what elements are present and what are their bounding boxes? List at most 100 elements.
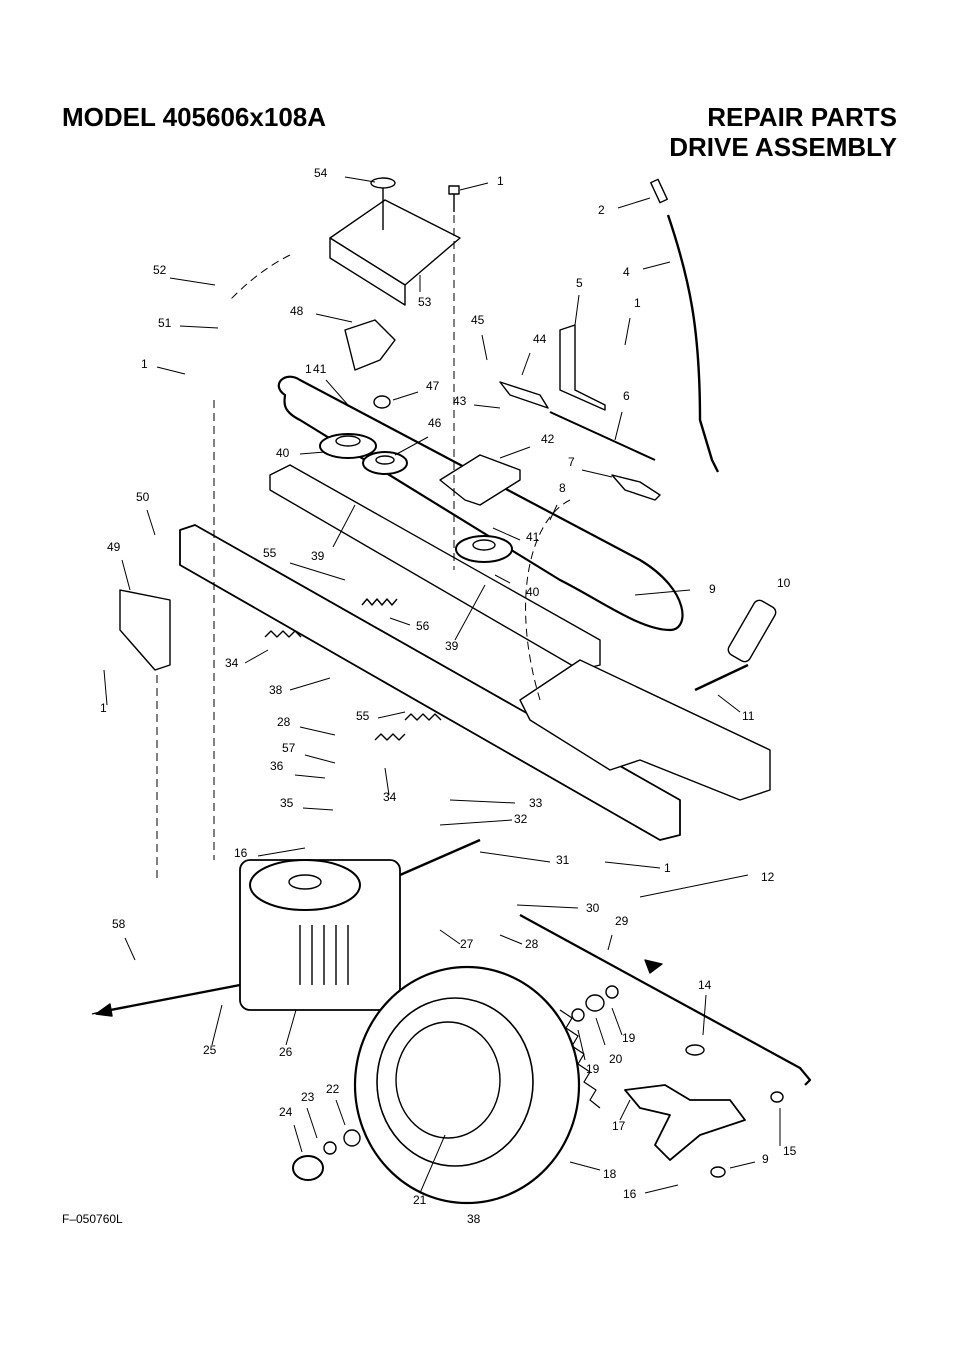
callout-label: 14: [698, 978, 712, 992]
callout-leader-line: [304, 754, 336, 764]
callout-label: 19: [586, 1062, 600, 1076]
callout-label: 32: [514, 812, 528, 826]
diagram-artwork: [91, 177, 812, 1205]
callout-leader-line: [169, 277, 216, 286]
callout-leader-line: [146, 509, 156, 536]
callout-label: 18: [603, 1167, 617, 1181]
callout-label: 29: [615, 914, 629, 928]
callout-leader-line: [285, 1009, 297, 1046]
callout-label: 57: [282, 741, 296, 755]
callout-leader-line: [499, 934, 523, 945]
callout-label: 9: [709, 582, 716, 596]
callout-label: 40: [526, 585, 540, 599]
callout-label: 35: [280, 796, 294, 810]
callout-label: 46: [428, 416, 442, 430]
callout-leader-line: [294, 774, 326, 779]
callout-leader-line: [289, 562, 346, 581]
callout-leader-line: [549, 504, 558, 521]
callout-label: 28: [277, 715, 291, 729]
callout-label: 36: [270, 759, 284, 773]
callout-label: 47: [426, 379, 440, 393]
callout-leader-line: [335, 1099, 346, 1126]
callout-leader-line: [299, 726, 336, 736]
extension-spring: [404, 713, 442, 721]
callout-label: 26: [279, 1045, 293, 1059]
assembly-lines: [156, 215, 571, 880]
callout-label: 19: [622, 1031, 636, 1045]
callout-label: 8: [559, 481, 566, 495]
callout-leader-line: [729, 1161, 756, 1169]
callout-leader-line: [581, 469, 613, 478]
cooling-fins: [299, 925, 349, 985]
callout-label: 22: [326, 1082, 340, 1096]
callout-leader-line: [306, 1107, 318, 1139]
callout-leader-line: [439, 819, 513, 826]
idler-pulley: [362, 451, 408, 475]
extension-spring: [264, 630, 302, 638]
callout-label: 6: [623, 389, 630, 403]
callout-label: 49: [107, 540, 121, 554]
assembly-title: DRIVE ASSEMBLY: [669, 132, 897, 162]
direction-arrow: [644, 959, 663, 974]
callout-leader-line: [644, 1184, 679, 1194]
callout-leader-line: [702, 994, 707, 1036]
callout-label: 50: [136, 490, 150, 504]
frame-cross-member: [519, 659, 771, 801]
carriage-bolt: [370, 177, 396, 189]
bracket: [611, 474, 661, 501]
callout-label: 30: [586, 901, 600, 915]
callout-leader-line: [639, 874, 749, 898]
axle: [99, 983, 241, 1014]
callout-leader-line: [156, 366, 186, 375]
callout-label: 2: [598, 203, 605, 217]
callout-label: 41: [313, 362, 327, 376]
callout-leader-line: [574, 294, 580, 326]
callout-label: 7: [568, 455, 575, 469]
callout-leader-line: [569, 1161, 601, 1171]
callout-label: 39: [311, 549, 325, 563]
callout-label: 33: [529, 796, 543, 810]
callout-label: 1: [634, 296, 641, 310]
figure-code: F–050760L: [62, 1212, 123, 1226]
page-title: MODEL 405606x108A: [62, 102, 327, 132]
carriage-bolt: [685, 1044, 705, 1056]
callout-leader-line: [377, 711, 406, 719]
callout-leader-line: [392, 391, 419, 401]
callout-label: 51: [158, 316, 172, 330]
drive-belt: [277, 375, 684, 632]
callout-leader-line: [302, 807, 334, 811]
frame-rail-upper: [269, 464, 601, 671]
wheel-rim: [395, 1021, 501, 1139]
callout-leader-line: [121, 559, 131, 591]
callout-label: 55: [263, 546, 277, 560]
callout-leader-line: [384, 767, 390, 796]
callout-leader-line: [521, 352, 531, 376]
callout-leader-line: [492, 527, 521, 541]
callout-leader-line: [499, 446, 531, 459]
callout-leader-line: [595, 1017, 606, 1046]
tire-tread: [559, 1009, 601, 1109]
callout-leader-line: [332, 504, 356, 548]
callout-leader-line: [459, 182, 489, 191]
callout-leader-line: [315, 313, 353, 323]
callout-label: 53: [418, 295, 432, 309]
callout-leader-line: [344, 176, 376, 183]
callout-label: 25: [203, 1043, 217, 1057]
callout-label: 48: [290, 304, 304, 318]
callout-label: 16: [234, 846, 248, 860]
callout-label: 56: [416, 619, 430, 633]
section-heading: REPAIR PARTS DRIVE ASSEMBLY: [669, 102, 897, 162]
callout-label: 11: [742, 709, 755, 723]
callout-label: 10: [777, 576, 791, 590]
callout-label: 23: [301, 1090, 315, 1104]
pivot-bracket: [344, 319, 396, 371]
callout-leader-line: [634, 589, 691, 596]
callout-label: 9: [762, 1152, 769, 1166]
callout-label: 20: [609, 1052, 623, 1066]
clevis-pin: [650, 178, 668, 204]
callout-label: 38: [269, 683, 283, 697]
callout-label: 1: [305, 362, 312, 376]
mounting-bracket: [559, 324, 606, 411]
hex-bolt: [448, 185, 460, 195]
